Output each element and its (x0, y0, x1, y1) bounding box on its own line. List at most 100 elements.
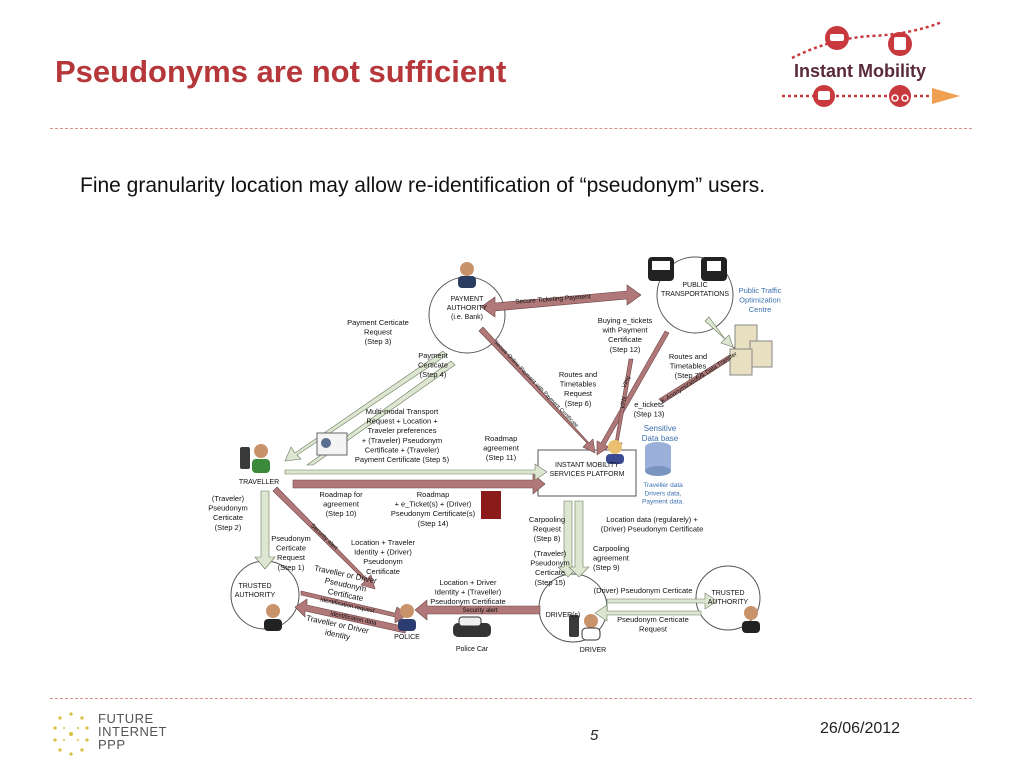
loc-identity-driver-label: Location + Traveler (351, 538, 415, 547)
platform-person-icon (606, 440, 624, 464)
carpooling-agreement-arrow (568, 500, 590, 578)
loc-identity-driver-label: Identity + (Driver) (354, 548, 412, 557)
fip-logo-text: FUTURE INTERNET PPP (98, 712, 167, 751)
step4-label: (Step 4) (420, 370, 447, 379)
phone-icon (240, 447, 250, 469)
public-transportations-label: PUBLIC (682, 282, 707, 289)
step14-label: + e_Ticket(s) + (Driver) (395, 500, 472, 509)
step3-label: Request (364, 328, 393, 337)
step15-label: Pseudonym (530, 559, 570, 568)
vpn-arrow-1 (596, 330, 670, 456)
driver-person-icon (581, 614, 601, 641)
driver-pseudonym-req-arrow (594, 604, 702, 622)
loc-identity-traveller-label: Location + Driver (440, 578, 497, 587)
police-car-label: Police Car (456, 646, 489, 653)
step2-label: Certicate (213, 513, 243, 522)
step3-label: Payment Certicate (347, 318, 409, 327)
step13-label: e_tickets (634, 400, 664, 409)
sensitive-db-label: Data base (642, 434, 679, 443)
step10-label: agreement (323, 500, 360, 509)
step14-label: (Step 14) (418, 519, 449, 528)
loc-data-driver-label: (Driver) Pseudonym Certificate (601, 525, 704, 534)
step5-label: Payment Certificate (Step 5) (355, 455, 450, 464)
step2-label: (Step 2) (215, 523, 242, 532)
driver-label: DRIVER (580, 647, 606, 654)
trusted-authority-right-label: AUTHORITY (708, 599, 749, 606)
payment-authority-label: AUTHORITY (447, 305, 488, 312)
id-card-icon (316, 432, 348, 456)
step6-label: (Step 6) (565, 399, 592, 408)
step3-label: (Step 3) (365, 337, 392, 346)
logo-text: Instant Mobility (794, 61, 926, 81)
trusted-person-icon-left (264, 604, 282, 631)
secure-online-payment-arrow (478, 326, 596, 454)
slide-date: 26/06/2012 (820, 720, 901, 737)
step5-label: Multi-modal Transport (366, 407, 439, 416)
routes-timetables-arrow (704, 316, 734, 348)
driver-pseudonym-cert-arrow (606, 592, 718, 610)
secure-ticketing-payment-arrow (480, 284, 642, 318)
step5-label: Traveler preferences (368, 426, 437, 435)
step2-label: (Traveler) (212, 494, 245, 503)
loc-identity-traveller-label: Pseudonym Certificate (430, 597, 505, 606)
security-alert-arrow-2 (414, 599, 541, 621)
step8-label: Request (533, 525, 562, 534)
step6-label: Request (564, 389, 593, 398)
driver-pseudonym-cert-label: (Driver) Pseudonym Certicate (594, 586, 693, 595)
step8-label: Carpooling (529, 515, 565, 524)
step12-label: Certificate (608, 335, 642, 344)
drivers-label: DRIVER(s) (546, 612, 581, 619)
step7-label: Routes and (669, 352, 707, 361)
step5-label: Request + Location + (366, 417, 438, 426)
fip-line: FUTURE (98, 711, 154, 726)
loc-identity-driver-label: Certificate (366, 567, 400, 576)
step5-label: Certificate + (Traveler) (365, 445, 440, 454)
payment-authority-label: PAYMENT (451, 296, 485, 303)
step12-label: Buying e_tickets (598, 316, 653, 325)
sensitive-db-note: Payment data. (642, 499, 684, 506)
multi-modal-request-arrow (284, 463, 548, 481)
trusted-authority-left-label: TRUSTED (238, 583, 271, 590)
slide-subtitle: Fine granularity location may allow re-i… (80, 174, 766, 197)
roadmap-step10-arrow (292, 473, 546, 495)
step9-label: (Step 9) (593, 563, 620, 572)
trusted-authority-right-node (695, 565, 761, 631)
page-number: 5 (590, 727, 599, 744)
platform-label: INSTANT MOBILITY (555, 462, 619, 469)
fip-line: INTERNET (98, 724, 167, 739)
step4-label: Certicate (418, 361, 448, 370)
step11-label: agreement (483, 444, 520, 453)
loc-identity-traveller-label: Identity + (Traveller) (435, 588, 502, 597)
logo-graphic (782, 20, 960, 107)
step7-label: (Step 7) (675, 371, 702, 380)
loc-identity-driver-label: Pseudonym (363, 557, 403, 566)
step11-label: (Step 11) (486, 453, 517, 462)
step12-label: with Payment (601, 326, 648, 335)
pseudonym-certicate-arrow (254, 490, 276, 570)
fip-line: PPP (98, 737, 126, 752)
step1-label: Pseudonym (271, 534, 311, 543)
step4-label: Payment (418, 351, 449, 360)
public-traffic-centre-label: Centre (749, 305, 772, 314)
step6-label: Routes and (559, 370, 597, 379)
sensitive-db-note: Drivers data, (645, 490, 682, 497)
trusted-authority-left-label: AUTHORITY (235, 592, 276, 599)
step7-label: Timetables (670, 362, 707, 371)
database-icon (645, 442, 671, 476)
person-icon (458, 262, 476, 288)
driver-pseudonym-req-label: Pseudonym Certicate (617, 615, 689, 624)
step15-label: (Traveler) (534, 549, 567, 558)
step15-label: Certicate (535, 568, 565, 577)
step14-label: Pseudonym Certificate(s) (391, 509, 476, 518)
step12-label: (Step 12) (610, 345, 641, 354)
header-divider (50, 128, 972, 129)
step1-label: (Step 1) (278, 563, 305, 572)
step5-label: + (Traveler) Pseudonym (362, 436, 442, 445)
step10-label: (Step 10) (326, 509, 357, 518)
sparkle-icon (53, 712, 89, 756)
instant-mobility-logo: Instant Mobility (772, 18, 972, 114)
vpn-label-1: VPN (621, 376, 632, 390)
police-officer-icon (398, 604, 416, 631)
server-icon (729, 324, 773, 376)
security-alert-arrow-1 (272, 486, 376, 590)
